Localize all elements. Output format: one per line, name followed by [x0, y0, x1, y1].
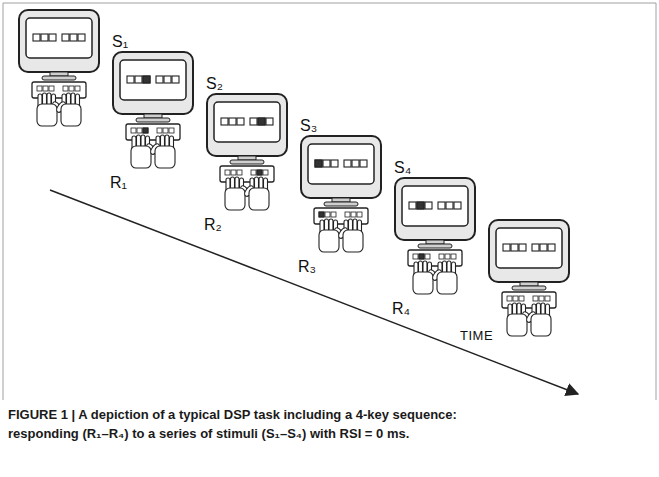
stimulus-square: [258, 118, 265, 125]
computer-station: [207, 94, 287, 210]
response-label: R₁: [110, 174, 127, 191]
label-slot: R₄: [392, 300, 410, 318]
computer-station: [489, 220, 569, 336]
computer-station: [113, 52, 193, 168]
label-slot: S₁: [112, 33, 128, 51]
pressed-key: [257, 170, 262, 175]
stimulus-square: [315, 160, 322, 167]
stimulus-label: S₄: [394, 159, 411, 176]
response-label: R₄: [392, 300, 410, 317]
stimulus-label: S₁: [112, 33, 128, 50]
stimulus-square: [417, 202, 424, 209]
label-slot: S₂: [206, 75, 223, 93]
time-arrow: [50, 190, 578, 394]
label-slot: R₃: [298, 258, 316, 276]
pressed-key: [419, 254, 424, 259]
label-slot: R₂: [204, 216, 222, 234]
label-slot: S₄: [394, 159, 411, 177]
response-label: R₂: [204, 216, 222, 233]
label-slot: R₁: [110, 174, 127, 192]
axis-label: TIME: [460, 328, 493, 343]
frame-border: [3, 3, 656, 400]
label-slot: TIME: [460, 326, 493, 344]
figure-caption: FIGURE 1 | A depiction of a typical DSP …: [8, 407, 457, 441]
response-label: R₃: [298, 258, 316, 275]
computer-station: [19, 10, 99, 126]
pressed-key: [319, 212, 324, 217]
computer-station: [301, 136, 381, 252]
stimulus-label: S₂: [206, 75, 223, 92]
pressed-key: [143, 128, 148, 133]
stimulus-label: S₃: [300, 117, 317, 134]
stimulus-square: [143, 76, 150, 83]
caption-box: FIGURE 1 | A depiction of a typical DSP …: [8, 405, 478, 443]
computer-station: [395, 178, 475, 294]
label-slot: S₃: [300, 117, 317, 135]
